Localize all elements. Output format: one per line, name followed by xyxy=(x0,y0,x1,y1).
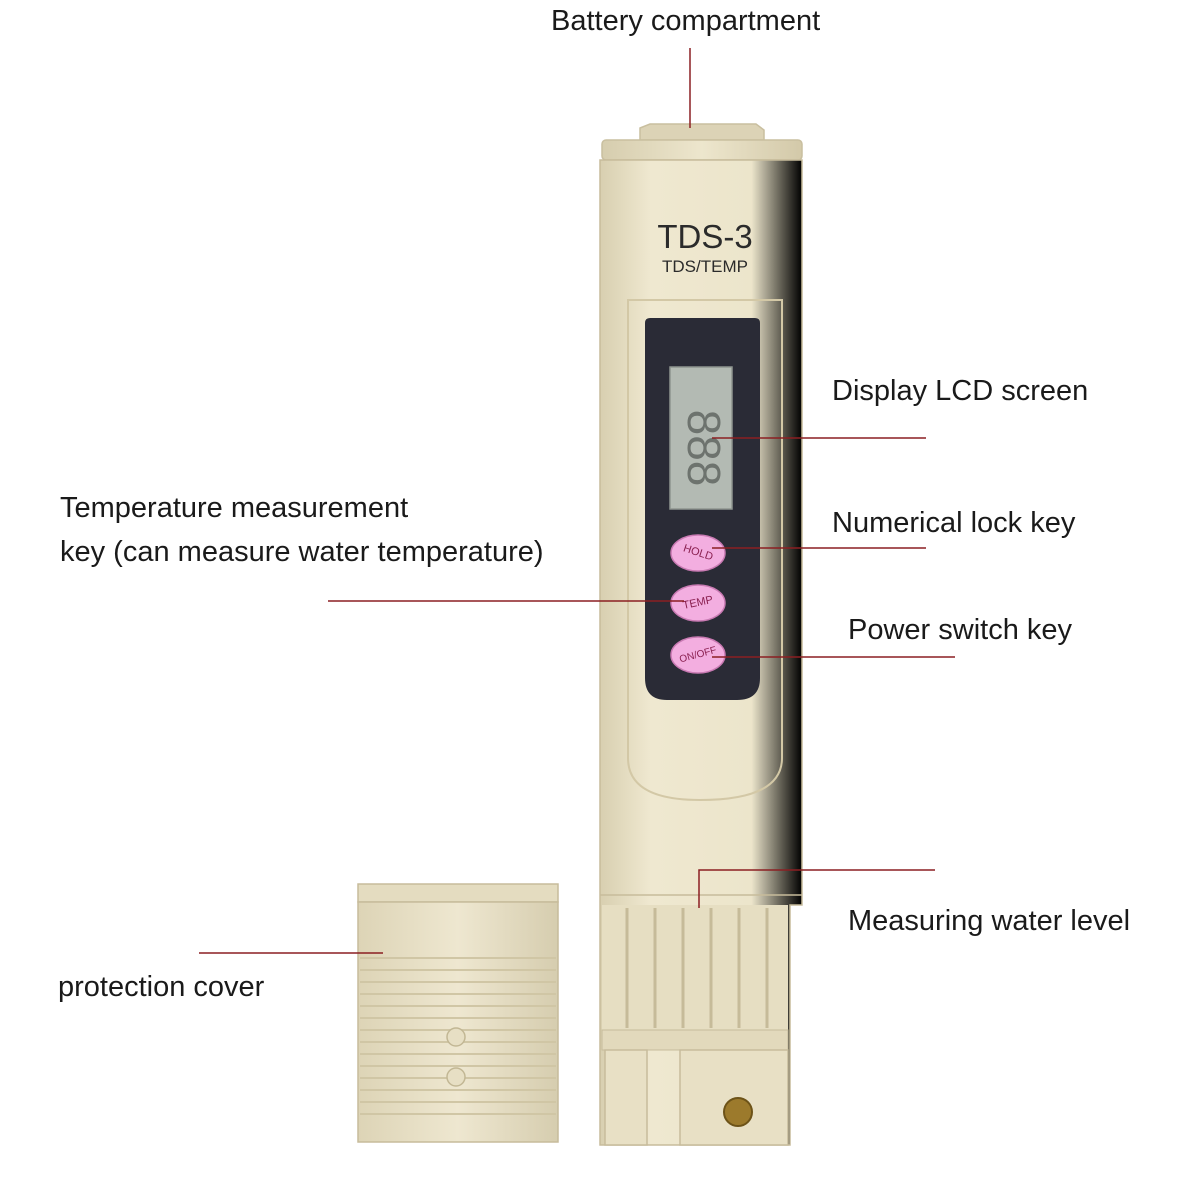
label-temperature-line1: Temperature measurement xyxy=(60,492,409,524)
leader-water-level xyxy=(698,869,935,908)
lcd-digits: 888 xyxy=(678,410,730,487)
label-measuring-water-level: Measuring water level xyxy=(848,905,1131,937)
leader-lines xyxy=(199,48,955,954)
label-power-switch: Power switch key xyxy=(848,614,1073,646)
label-protection-cover: protection cover xyxy=(58,971,265,1003)
battery-cap xyxy=(601,123,803,161)
power-button[interactable]: ON/OFF xyxy=(670,636,726,674)
hold-button[interactable]: HOLD xyxy=(670,534,726,572)
probe-section xyxy=(601,905,789,1146)
electrode-icon xyxy=(723,1097,753,1127)
model-subtitle: TDS/TEMP xyxy=(662,257,748,276)
protection-cover xyxy=(357,883,559,1143)
label-battery-compartment: Battery compartment xyxy=(551,5,821,37)
label-display-lcd: Display LCD screen xyxy=(832,375,1089,407)
temp-button[interactable]: TEMP xyxy=(670,584,726,622)
lcd-digits-group: 888 xyxy=(678,410,730,487)
model-label: TDS-3 xyxy=(657,218,752,255)
label-temperature-line2: key (can measure water temperature) xyxy=(60,536,544,568)
label-numerical-lock: Numerical lock key xyxy=(832,507,1076,539)
